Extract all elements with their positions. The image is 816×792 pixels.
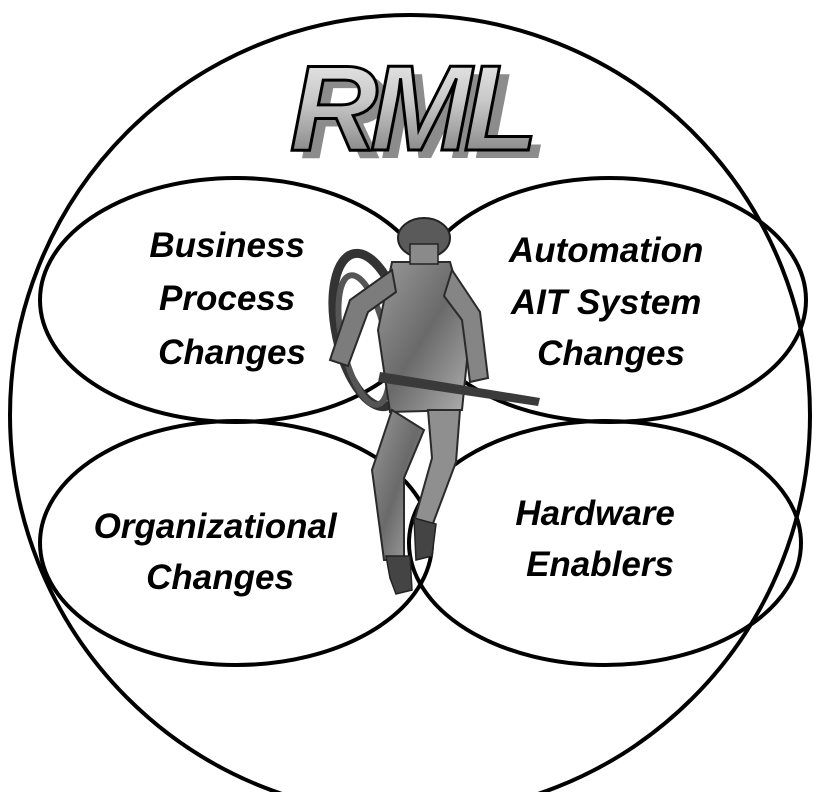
organizational-label: Organizational Changes: [94, 507, 347, 597]
title-shadow: RML: [300, 48, 542, 184]
business-label: Business Process Changes: [149, 226, 314, 372]
title: RML: [290, 40, 532, 176]
hardware-label-line-1: Hardware: [515, 494, 675, 533]
hardware-label-line-2: Enablers: [526, 545, 674, 584]
automation-label: Automation AIT System Changes: [508, 231, 713, 373]
hardware-label: Hardware Enablers: [515, 494, 684, 584]
business-label-line-2: Process: [159, 279, 295, 318]
business-label-line-1: Business: [149, 226, 305, 265]
organizational-label-line-1: Organizational: [94, 507, 338, 546]
title-logo: RML RML: [288, 39, 549, 185]
automation-label-line-3: Changes: [537, 334, 685, 373]
soldier-illustration: [328, 217, 540, 595]
outer-circle: [8, 13, 812, 792]
business-label-line-3: Changes: [158, 333, 306, 372]
hardware-ellipse: [407, 419, 803, 667]
automation-label-line-1: Automation: [508, 231, 703, 270]
organizational-label-line-2: Changes: [146, 558, 294, 597]
automation-label-line-2: AIT System: [510, 283, 702, 322]
